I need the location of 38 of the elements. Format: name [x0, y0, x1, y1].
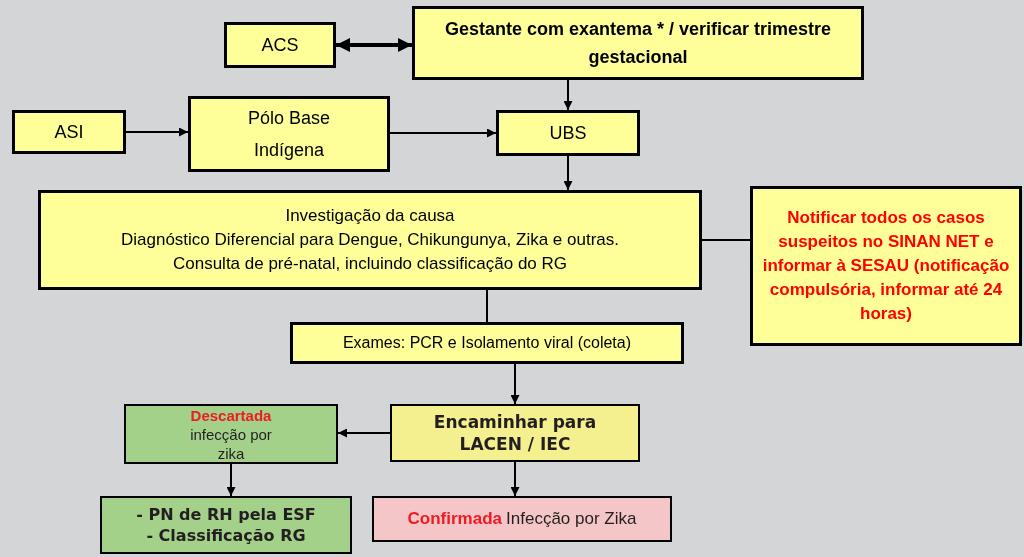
process-box — [290, 322, 684, 364]
arrow — [510, 363, 520, 405]
box-text: Descartada — [190, 405, 272, 425]
box-text: infecção por zika — [189, 424, 273, 463]
process-box — [38, 190, 702, 290]
box-text: Confirmada — [407, 508, 503, 531]
box-text: UBS — [549, 121, 587, 145]
box-text: ASI — [54, 120, 84, 144]
box-text: Diagnóstico Diferencial para Dengue, Chikungunya, Zika e outras. — [121, 229, 619, 251]
outcome-box — [100, 496, 352, 554]
arrow — [510, 461, 520, 497]
process-box — [188, 96, 390, 172]
arrow — [337, 428, 391, 438]
box-text: Infecção por Zika — [506, 508, 637, 531]
arrow — [226, 463, 236, 497]
box-text: Pólo Base Indígena — [246, 107, 332, 162]
outcome-box — [124, 404, 338, 464]
box-text: - PN de RH pela ESF — [136, 504, 316, 525]
process-box — [412, 6, 864, 80]
arrow — [389, 128, 497, 138]
arrow — [563, 79, 573, 111]
outcome-box — [372, 496, 672, 542]
process-box — [224, 22, 336, 68]
process-box — [12, 110, 126, 154]
box-text: Consulta de pré-natal, incluindo classificação do RG — [172, 253, 567, 275]
box-text: Exames: PCR e Isolamento viral (coleta) — [342, 333, 632, 353]
box-text: ACS — [261, 33, 299, 57]
arrow — [563, 155, 573, 191]
arrow — [336, 38, 412, 52]
box-text: Notificar todos os casos suspeitos no SINAN NET e informar à SESAU (notificação compulsória, informar até 24 horas) — [761, 207, 1011, 325]
process-box — [390, 404, 640, 462]
box-text: Gestante com exantema * / verificar trimestre gestacional — [443, 18, 833, 69]
box-text: Encaminhar para LACEN / IEC — [432, 411, 598, 455]
process-box — [496, 110, 640, 156]
box-text: - Classificação RG — [146, 525, 306, 546]
notification-box — [750, 186, 1022, 346]
arrow — [125, 127, 189, 137]
box-text: Investigação da causa — [285, 205, 455, 227]
